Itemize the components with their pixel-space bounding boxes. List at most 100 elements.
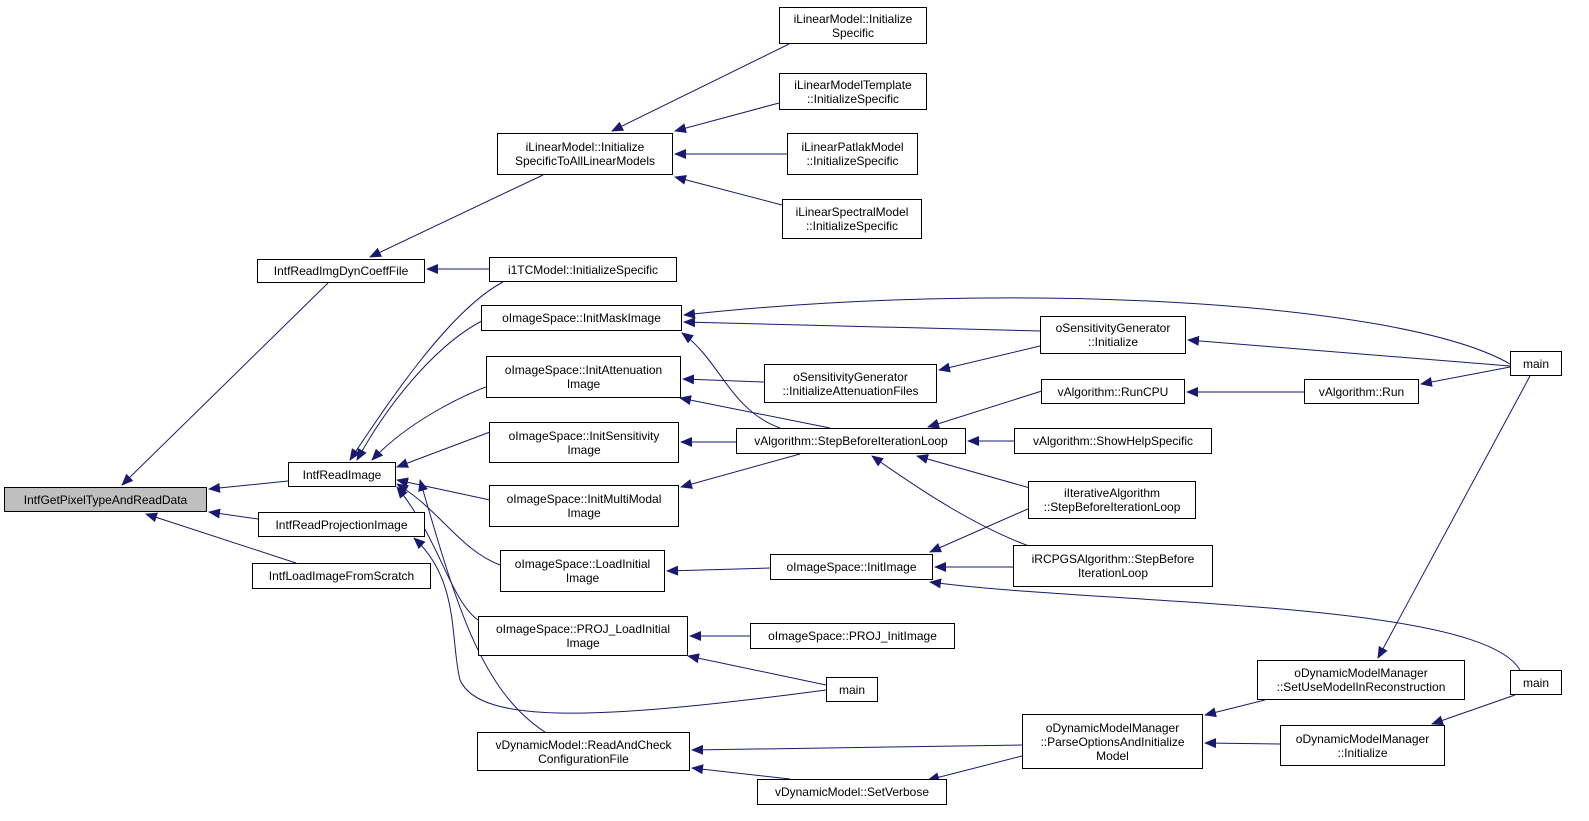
node-label: oImageSpace::InitMultiModal (506, 492, 662, 506)
node-parseOpts[interactable]: oDynamicModelManager::ParseOptionsAndIni… (1022, 714, 1203, 769)
node-label: IntfLoadImageFromScratch (268, 569, 415, 583)
node-run[interactable]: vAlgorithm::Run (1304, 379, 1419, 404)
node-iterStep[interactable]: iIterativeAlgorithm::StepBeforeIteration… (1028, 481, 1196, 519)
node-label: ::Initialize (1337, 745, 1388, 760)
call-edge (929, 507, 1031, 553)
node-label: ::InitializeSpecific (806, 91, 900, 106)
node-label: iLinearPatlakModel (801, 140, 904, 154)
node-label: vDynamicModel::SetVerbose (774, 785, 930, 799)
node-runCPU[interactable]: vAlgorithm::RunCPU (1041, 379, 1185, 404)
node-label: Specific (831, 25, 875, 40)
call-edge (938, 345, 1041, 373)
node-label: vAlgorithm::ShowHelpSpecific (1032, 434, 1194, 448)
node-linTemplate[interactable]: iLinearModelTemplate::InitializeSpecific (779, 73, 927, 110)
node-label: ::InitializeSpecific (805, 219, 899, 233)
node-linSpectral[interactable]: iLinearSpectralModel::InitializeSpecific (782, 199, 922, 239)
node-readImgDyn[interactable]: IntfReadImgDynCoeffFile (257, 259, 425, 283)
node-root: IntfGetPixelTypeAndReadData (4, 487, 207, 512)
node-label: Model (1096, 748, 1129, 763)
call-edge (145, 512, 297, 564)
node-label: oImageSpace::InitAttenuation (504, 363, 663, 377)
node-linPatlak[interactable]: iLinearPatlakModel::InitializeSpecific (787, 133, 918, 175)
call-edge (396, 483, 501, 566)
call-edge (691, 744, 1023, 755)
node-label: main (1522, 675, 1549, 690)
node-label: oImageSpace::InitMaskImage (502, 311, 661, 325)
node-label: IntfReadImgDynCoeffFile (273, 264, 409, 278)
call-edge (674, 174, 783, 206)
node-label: oDynamicModelManager (1045, 720, 1180, 735)
call-edge (1204, 738, 1281, 749)
node-mainBottom[interactable]: main (1510, 670, 1562, 695)
node-label: iLinearModelTemplate (794, 77, 912, 92)
node-label: oSensitivityGenerator (1055, 321, 1171, 335)
node-projInitImage[interactable]: oImageSpace::PROJ_InitImage (750, 623, 955, 649)
call-edge (396, 486, 479, 621)
node-initMask[interactable]: oImageSpace::InitMaskImage (481, 305, 682, 331)
node-label: IntfReadImage (302, 467, 382, 482)
node-sensInit[interactable]: oSensitivityGenerator::Initialize (1040, 316, 1186, 354)
node-label: IntfReadProjectionImage (275, 517, 408, 532)
call-edge (680, 453, 801, 489)
node-label: oImageSpace::InitImage (786, 560, 917, 574)
node-readProj[interactable]: IntfReadProjectionImage (258, 512, 425, 537)
node-initImage[interactable]: oImageSpace::InitImage (770, 554, 933, 580)
call-edge (666, 565, 771, 576)
call-edge (396, 431, 491, 468)
node-label: vAlgorithm::Run (1318, 384, 1405, 399)
node-label: iIterativeAlgorithm (1063, 486, 1161, 500)
node-label: oImageSpace::PROJ_InitImage (768, 629, 937, 643)
node-label: oDynamicModelManager (1295, 731, 1430, 746)
node-dmmInit[interactable]: oDynamicModelManager::Initialize (1280, 725, 1445, 766)
call-edge (674, 102, 780, 133)
node-label: i1TCModel::InitializeSpecific (507, 262, 659, 277)
call-edge (121, 282, 329, 486)
call-edge (1377, 375, 1531, 659)
node-label: ::ParseOptionsAndInitialize (1040, 734, 1185, 749)
node-mainMid[interactable]: main (826, 677, 878, 702)
node-label: Image (566, 636, 600, 650)
node-label: ConfigurationFile (538, 751, 629, 766)
node-mainTop[interactable]: main (1510, 351, 1562, 376)
call-edge (356, 317, 489, 461)
node-label: oDynamicModelManager (1294, 666, 1428, 680)
call-edge (927, 389, 1046, 429)
node-label: oImageSpace::PROJ_LoadInitial (495, 622, 671, 636)
call-edge (927, 755, 1023, 783)
node-stepBefore[interactable]: vAlgorithm::StepBeforeIterationLoop (736, 428, 966, 454)
node-readImage[interactable]: IntfReadImage (288, 462, 396, 487)
node-label: vDynamicModel::ReadAndCheck (495, 737, 672, 752)
call-edge (396, 477, 491, 501)
call-edge (1431, 694, 1516, 726)
call-edge (871, 455, 1041, 551)
call-edge (691, 764, 791, 780)
node-label: Image (567, 506, 601, 520)
call-edge (681, 332, 781, 429)
call-edge (418, 479, 546, 733)
node-label: oImageSpace::InitSensitivity (508, 428, 660, 443)
node-showHelp[interactable]: vAlgorithm::ShowHelpSpecific (1014, 428, 1212, 454)
node-label: IntfGetPixelTypeAndReadData (23, 492, 188, 507)
node-sensInitAtten[interactable]: oSensitivityGenerator::InitializeAttenua… (764, 364, 937, 403)
node-label: ::StepBeforeIterationLoop (1043, 500, 1181, 514)
node-setVerbose[interactable]: vDynamicModel::SetVerbose (757, 779, 947, 805)
call-edge (687, 653, 827, 686)
node-label: Image (566, 377, 601, 391)
node-i1tc[interactable]: i1TCModel::InitializeSpecific (489, 257, 677, 282)
call-edge (683, 297, 1511, 365)
call-edge (611, 43, 790, 132)
node-loadScratch[interactable]: IntfLoadImageFromScratch (252, 563, 431, 589)
node-label: vAlgorithm::StepBeforeIterationLoop (754, 434, 948, 448)
node-label: ::Initialize (1087, 335, 1139, 349)
call-edge (1204, 699, 1266, 718)
node-setUseModel[interactable]: oDynamicModelManager::SetUseModelInRecon… (1257, 660, 1465, 700)
